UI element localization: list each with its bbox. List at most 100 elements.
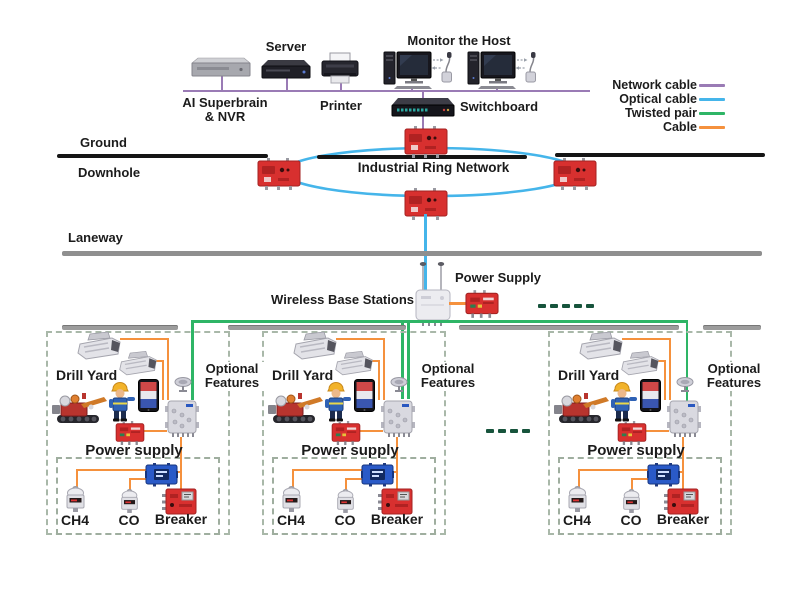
legend-cable-label: Cable [662,120,697,134]
drill-yard-label: Drill Yard [56,367,118,383]
downhole-label: Downhole [78,165,141,180]
network-drop-ring [422,116,424,129]
nvr-device-icon [191,57,251,77]
cable-hub-ch4 [578,469,648,471]
legend-row-twisted-pair: Twisted pair [560,106,725,120]
breaker-label: Breaker [656,511,710,527]
breaker-label: Breaker [154,511,208,527]
power-supply-label: Power supply [85,442,183,459]
drill-yard-subsystem-3: Drill Yard Power supply Optional Feature… [548,331,772,535]
roof-bar-3 [459,325,679,330]
camera-2-icon [335,350,373,376]
wifi-ap-icon [174,377,192,393]
optional-features-label: Optional Features [410,361,486,391]
legend-optical-cable-label: Optical cable [619,92,697,106]
smartphone-icon [138,379,159,412]
cable-hub-ch4 [76,469,146,471]
cable-hub-co-drop [631,478,633,490]
twisted-pair-drop-mid-a [401,320,404,399]
cable-hub-ch4 [292,469,362,471]
network-drop-server [286,76,288,90]
cable-hub-co [631,478,649,480]
cable-hub-ch4-drop [292,469,294,487]
co-sensor-icon [337,489,354,514]
power-supply-top-label: Power Supply [455,270,541,285]
optional-features-line2: Features [204,375,260,391]
more-subsystems-ellipsis [486,429,530,433]
power-supply-label: Power supply [587,442,685,459]
cable-powersupply-ctrl [143,430,167,432]
camera-1-icon [579,331,623,360]
legend-twisted-pair-swatch [699,111,725,115]
cable-camera1 [336,338,385,340]
smartphone-icon [640,379,661,412]
drill-yard-subsystem-2: Drill Yard Power supply Optional Feature… [262,331,486,535]
smartphone-icon [354,379,375,412]
legend: Network cable Optical cable Twisted pair… [560,78,725,134]
cable-powersupply-ctrl [359,430,383,432]
ch4-sensor-icon [568,485,587,513]
hub-icon [144,462,179,487]
cable-camera1 [120,338,169,340]
drill-machine-icon [553,392,610,424]
co-label: CO [334,512,356,528]
legend-network-cable-swatch [699,83,725,87]
legend-optical-cable-swatch [699,97,725,101]
optional-features-line2: Features [420,375,476,391]
miner-icon [108,382,136,422]
ring-node-right-icon [553,157,597,191]
twisted-pair-drop-left [191,320,194,400]
breaker-label: Breaker [370,511,424,527]
twisted-pair-drop-right [685,320,688,402]
drill-machine-icon [51,392,108,424]
cable-camera1-drop [669,338,671,400]
camera-2-icon [119,350,157,376]
roof-bar-1 [62,325,178,330]
drill-machine-icon [267,392,324,424]
ground-label: Ground [80,135,127,150]
cable-powersupply-ctrl [645,430,669,432]
server-label: Server [265,39,307,54]
printer-icon [321,52,359,84]
optional-features-line2: Features [706,375,762,391]
optional-features-line1: Optional [421,361,475,376]
workstation-1-icon [383,51,453,90]
camera-1-icon [77,331,121,360]
optional-features-line1: Optional [707,361,761,376]
hub-icon [646,462,681,487]
cable-hub-link [678,471,684,473]
legend-row-network-cable: Network cable [560,78,725,92]
ground-line-middle [317,155,527,159]
cable-hub-co [129,478,147,480]
network-drop-printer [340,83,342,90]
cable-camera2 [372,360,380,362]
camera-2-icon [621,350,659,376]
sensor-group-box [558,457,722,535]
ch4-sensor-icon [66,485,85,513]
legend-row-optical-cable: Optical cable [560,92,725,106]
power-supply-top-icon [465,289,499,319]
co-label: CO [118,512,140,528]
optional-features-label: Optional Features [696,361,772,391]
ring-node-top-icon [404,125,448,159]
cable-hub-co-drop [345,478,347,490]
control-box-icon [380,400,416,438]
ai-superbrain-label-line1: AI Superbrain [182,95,268,110]
network-drop-nvr [221,76,223,90]
control-box-icon [666,400,702,438]
legend-twisted-pair-label: Twisted pair [624,106,697,120]
legend-cable-swatch [699,125,725,129]
cable-camera1 [622,338,671,340]
cable-hub-link [392,471,398,473]
ch4-sensor-icon [282,485,301,513]
cable-camera1-drop [167,338,169,400]
hub-icon [360,462,395,487]
cable-hub-co-drop [129,478,131,490]
drill-yard-subsystem-1: Drill Yard Power supply Optional Feature… [46,331,270,535]
cable-hub-link [176,471,182,473]
optional-features-label: Optional Features [194,361,270,391]
wireless-base-stations-label: Wireless Base Stations [271,292,414,307]
legend-network-cable-label: Network cable [612,78,697,92]
optional-features-line1: Optional [205,361,259,376]
